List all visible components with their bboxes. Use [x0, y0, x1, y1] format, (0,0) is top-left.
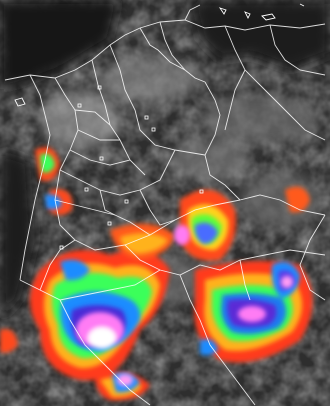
- cloud-wisps: [40, 58, 320, 305]
- convection-cores: [76, 225, 293, 386]
- islands: [14, 3, 305, 107]
- political-borders: [4, 4, 326, 406]
- city-markers: [59, 85, 204, 250]
- clear-areas: [0, 0, 330, 320]
